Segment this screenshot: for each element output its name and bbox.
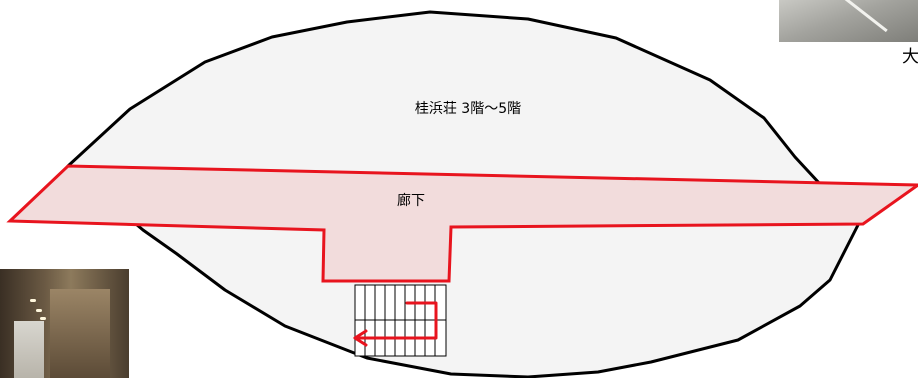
corridor-label: 廊下	[397, 192, 425, 209]
photo-ceiling-light	[40, 317, 46, 320]
corridor-photo-bottom	[0, 269, 129, 378]
corridor-photo-top	[779, 0, 918, 42]
corridor-area	[6, 164, 918, 283]
clipped-caption: 大	[902, 47, 918, 67]
photo-ceiling-light	[36, 309, 42, 312]
photo-ceiling-light	[30, 299, 36, 302]
arrow-left-icon	[353, 301, 438, 347]
photo-wall	[50, 289, 110, 378]
photo-corridor	[14, 321, 44, 378]
building-label: 桂浜荘 3階～5階	[415, 101, 521, 117]
stairs-icon	[354, 284, 447, 357]
